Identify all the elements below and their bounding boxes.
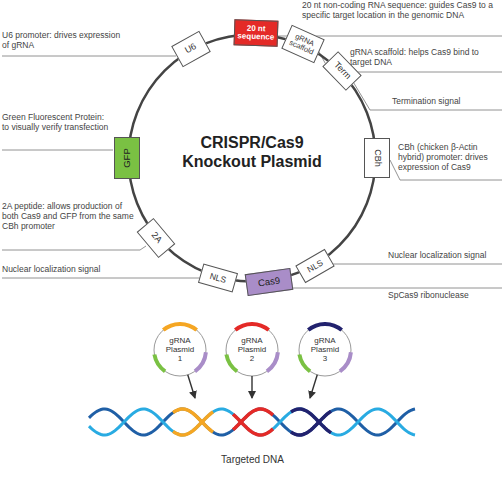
leader-line (2, 278, 200, 279)
callout-text: gRNA scaffold: helps Cas9 bind to target… (350, 48, 500, 68)
callout-text: U6 promoter: drives expression of gRNA (2, 31, 127, 51)
grna-arc (235, 324, 268, 330)
grna-plasmid: gRNA Plasmid 2 (224, 322, 280, 378)
part-name: NLS (208, 272, 226, 285)
plasmid-ring: CRISPR/Cas9 Knockout Plasmid20 nt sequen… (127, 33, 377, 283)
callout-text: 2A peptide: allows production of both Ca… (2, 202, 137, 231)
mini-backbone (154, 324, 206, 376)
target-site (233, 409, 273, 430)
dna-strand (89, 409, 415, 435)
target-site (291, 411, 331, 435)
plasmid-title: CRISPR/Cas9 Knockout Plasmid (177, 133, 327, 171)
dna-illustration (85, 398, 420, 448)
promoter-box: CBh (364, 138, 390, 178)
callout-text: 20 nt non-coding RNA sequence: guides Ca… (302, 1, 502, 21)
leader-line (332, 264, 502, 265)
callout-text: Nuclear localization signal (2, 265, 122, 275)
promoter-box: U6 (172, 30, 212, 67)
mini-backbone (299, 324, 351, 376)
part-name: NLS (305, 258, 324, 274)
nls-box: NLS (197, 264, 237, 293)
leader-line (2, 150, 113, 151)
connector-arrow (188, 375, 195, 398)
cas9-arc (267, 352, 278, 371)
part-name: Cas9 (258, 275, 281, 288)
part-name: Term (332, 61, 353, 82)
leader-line (2, 246, 146, 250)
connector-arrow (310, 375, 317, 398)
connector-arrow (251, 376, 252, 398)
gfp-arc (299, 355, 310, 372)
plasmid-backbone (129, 35, 376, 282)
callout-text: SpCas9 ribonuclease (388, 291, 502, 301)
target-site (173, 409, 213, 432)
callout-text: Termination signal (392, 97, 502, 107)
plasmid-name: gRNA Plasmid 2 (235, 337, 269, 363)
part-name: CBh (372, 149, 381, 167)
dna-name: Targeted DNA (85, 454, 420, 465)
grna-arc (308, 324, 341, 330)
callout-text: CBh (chicken β-Actin hybrid) promoter: d… (398, 143, 502, 172)
part-name: 2A (149, 231, 163, 246)
peptide-box: 2A (137, 218, 176, 258)
plasmid-name: gRNA Plasmid 3 (308, 337, 342, 363)
part-name: 20 nt sequence (235, 24, 278, 42)
scaffold-box: gRNA scaffold (281, 25, 324, 63)
leader-line (293, 288, 502, 289)
cas9-arc (340, 352, 351, 371)
callout-text: Nuclear localization signal (388, 251, 502, 261)
sequence-box: 20 nt sequence (234, 19, 279, 47)
plasmid-name: gRNA Plasmid 1 (163, 337, 197, 363)
part-name: U6 (184, 42, 199, 56)
part-name: GFP (122, 148, 132, 168)
gfp-arc (226, 355, 237, 372)
callout-text: Green Fluorescent Protein: to visually v… (2, 113, 112, 133)
cas9-arc (195, 352, 206, 371)
dna-strand (89, 409, 415, 435)
leader-line (2, 56, 176, 57)
grna-arc (163, 324, 196, 330)
cas9-box: Cas9 (245, 268, 294, 296)
nls-box: NLS (295, 249, 334, 283)
mini-backbone (226, 324, 278, 376)
grna-plasmid: gRNA Plasmid 1 (152, 322, 208, 378)
gfp-box: GFP (114, 137, 140, 179)
part-name: gRNA scaffold (284, 30, 321, 58)
gfp-arc (154, 355, 165, 372)
leader-line (352, 80, 502, 110)
dna-helix: Targeted DNA (85, 398, 420, 476)
grna-plasmid: gRNA Plasmid 3 (297, 322, 353, 378)
